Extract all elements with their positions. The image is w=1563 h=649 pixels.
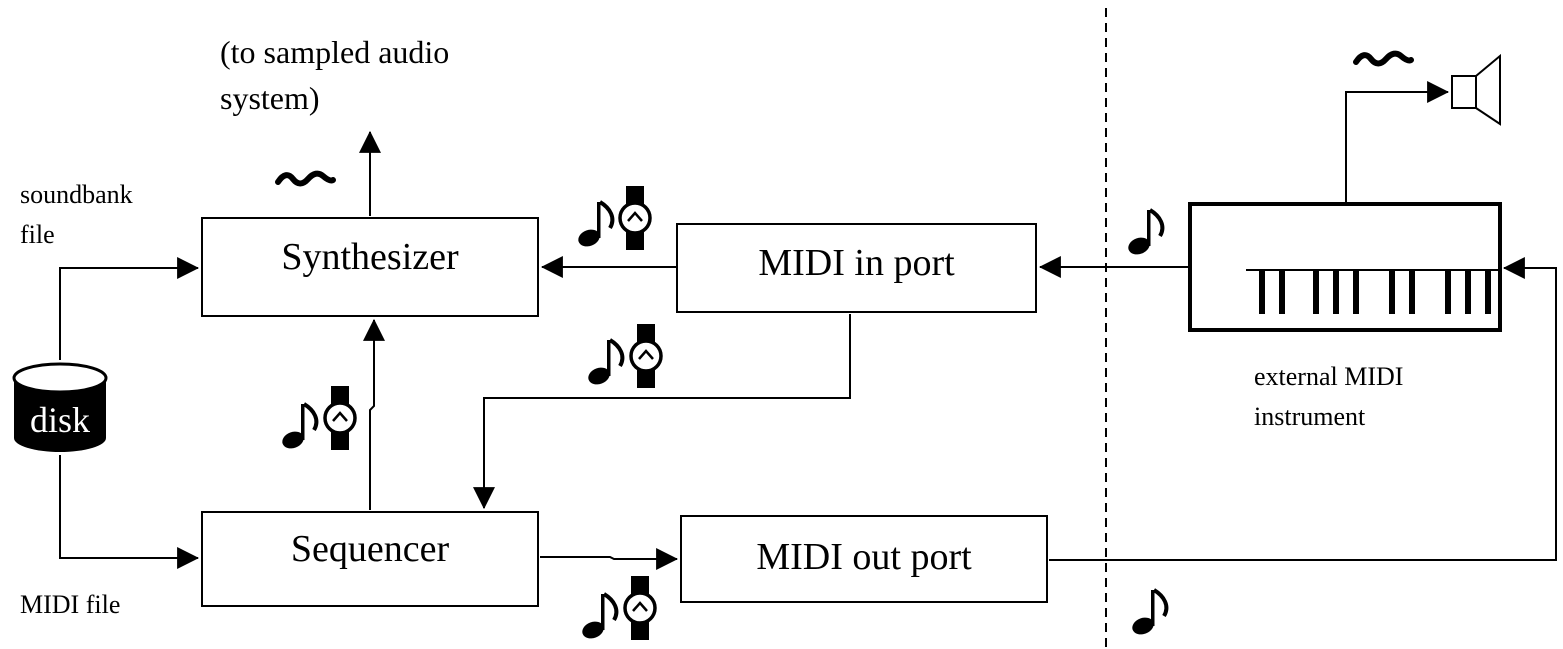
external-instrument-label-line1: external MIDI	[1254, 362, 1404, 391]
disk-label: disk	[29, 400, 90, 440]
soundbank-to-synth-arrow	[59, 257, 200, 360]
connections	[59, 81, 1557, 570]
sequencer-label: Sequencer	[290, 528, 450, 570]
midifile-to-sequencer-arrow	[59, 455, 200, 569]
audio-wave-icon	[278, 174, 333, 184]
wristwatch-icon	[623, 574, 657, 642]
midi-out-port-label: MIDI out port	[756, 536, 972, 578]
sequencer-to-midi-out-arrow	[540, 548, 679, 570]
musical-note-icon	[1127, 588, 1169, 640]
soundbank-label-line2: file	[20, 220, 55, 249]
soundbank-label-line1: soundbank	[20, 180, 133, 209]
external-instrument-label-line2: instrument	[1254, 402, 1366, 431]
sequencer-to-synth-arrow	[363, 318, 385, 510]
midi-file-label: MIDI file	[20, 590, 121, 619]
midi-in-port-label: MIDI in port	[758, 242, 955, 284]
instrument-to-speaker-arrow	[1345, 81, 1450, 202]
musical-note-icon	[583, 338, 625, 390]
midi-out-port-box[interactable]	[680, 515, 1048, 603]
synthesizer-label: Synthesizer	[281, 236, 459, 278]
audio-output-label-line2: system)	[220, 80, 320, 116]
midi-out-to-external-arrow	[1049, 257, 1557, 561]
midi-in-to-sequencer-arrow	[473, 314, 851, 510]
wristwatch-icon	[618, 184, 652, 252]
wristwatch-icon	[629, 322, 663, 390]
piano-keyboard-icon	[1188, 202, 1502, 332]
audio-output-label-line1: (to sampled audio	[220, 34, 450, 70]
speaker-icon	[1451, 53, 1501, 126]
disk-icon	[12, 362, 108, 452]
audio-wave-icon	[1356, 54, 1411, 64]
sequencer-box[interactable]	[201, 511, 539, 607]
musical-note-icon	[277, 402, 319, 454]
synthesizer-box[interactable]	[201, 217, 539, 317]
midi-in-port-box[interactable]	[676, 223, 1037, 313]
musical-note-icon	[1123, 208, 1165, 260]
musical-note-icon	[577, 592, 619, 644]
musical-note-icon	[573, 200, 615, 252]
wristwatch-icon	[323, 384, 357, 452]
